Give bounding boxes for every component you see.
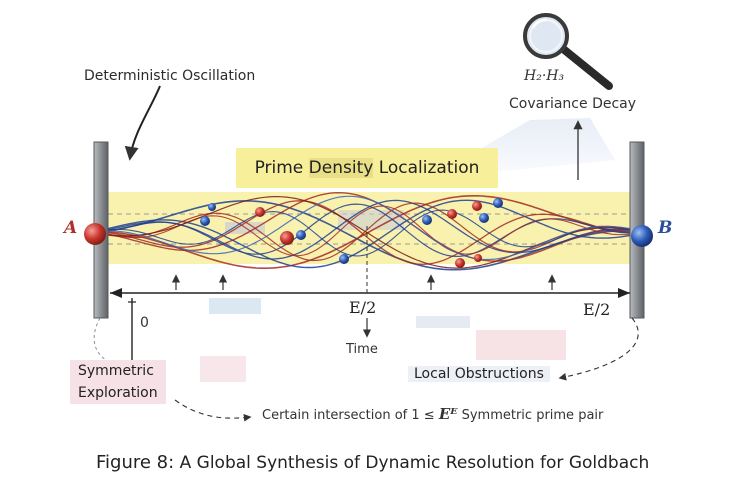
- oscillation-wave: [107, 199, 631, 269]
- magnifying-glass-icon: [523, 13, 613, 90]
- oscillation-label: Deterministic Oscillation: [84, 68, 256, 84]
- prime-density-part-1: Prime: [254, 158, 309, 178]
- blue-particle: [200, 216, 210, 226]
- right-dashed-curve: [558, 317, 639, 381]
- symmetric-line1: Symmetric: [78, 363, 154, 379]
- blue-particle: [479, 213, 489, 223]
- prime-density-label: Prime Density Localization: [236, 148, 498, 188]
- oscillation-wave: [107, 195, 631, 269]
- grey-block-right: [416, 316, 470, 328]
- zero-label: 0: [140, 315, 149, 331]
- caption-text: A Global Synthesis of Dynamic Resolution…: [174, 453, 650, 473]
- blue-particle: [208, 203, 216, 211]
- point-a-label: A: [64, 218, 78, 238]
- time-label: Time: [346, 342, 378, 357]
- local-obstructions-label: Local Obstructions: [408, 366, 550, 382]
- oscillation-waves: [107, 191, 631, 271]
- axis-right-arrowhead: [618, 288, 630, 298]
- certain-variable: Eᴱ: [438, 405, 458, 423]
- pink-block-2: [200, 356, 246, 382]
- oscillation-wave: [107, 202, 631, 262]
- symmetric-exploration-label: Symmetric Exploration: [70, 360, 166, 404]
- oscillation-arrow: [124, 85, 161, 161]
- blue-particle: [339, 254, 349, 264]
- red-particle: [455, 258, 465, 268]
- up-arrows: [171, 274, 557, 290]
- oscillation-wave: [107, 200, 631, 265]
- point-b-ball: [631, 225, 653, 247]
- certain-suffix: Symmetric prime pair: [457, 408, 604, 423]
- particles: [200, 198, 503, 268]
- red-particle: [472, 201, 482, 211]
- blue-particle: [493, 198, 503, 208]
- blue-particle: [422, 215, 432, 225]
- left-dashed-curve: [93, 317, 111, 363]
- pink-block: [476, 330, 566, 360]
- red-particle: [280, 231, 294, 245]
- covariance-label: Covariance Decay: [509, 96, 637, 112]
- blue-particle: [296, 230, 306, 240]
- e-half-end-label: E/2: [583, 300, 611, 319]
- bottom-dashed-curve: [174, 399, 252, 422]
- prime-density-part-2: Density: [308, 158, 374, 178]
- red-particle: [474, 254, 482, 262]
- oscillation-wave: [107, 195, 631, 261]
- certain-prefix: Certain intersection of 1 ≤: [262, 408, 439, 423]
- axis-left-arrowhead: [110, 288, 122, 298]
- grey-block-small-blue: [209, 298, 261, 314]
- oscillation-wave: [107, 209, 631, 257]
- prime-density-part-3: Localization: [373, 158, 480, 178]
- symmetric-line2: Exploration: [78, 385, 158, 401]
- caption-figure-number: Figure 8:: [96, 452, 175, 473]
- e-half-mid-label: E/2: [349, 298, 377, 317]
- h2h3-label: H₂·H₃: [524, 68, 565, 84]
- oscillation-wave: [107, 199, 631, 260]
- figure-caption: Figure 8: A Global Synthesis of Dynamic …: [96, 452, 649, 473]
- red-particle: [255, 207, 265, 217]
- point-a-ball: [84, 223, 106, 245]
- red-particle: [447, 209, 457, 219]
- certain-intersection-label: Certain intersection of 1 ≤ Eᴱ Symmetric…: [262, 405, 603, 423]
- point-b-label: B: [658, 218, 673, 238]
